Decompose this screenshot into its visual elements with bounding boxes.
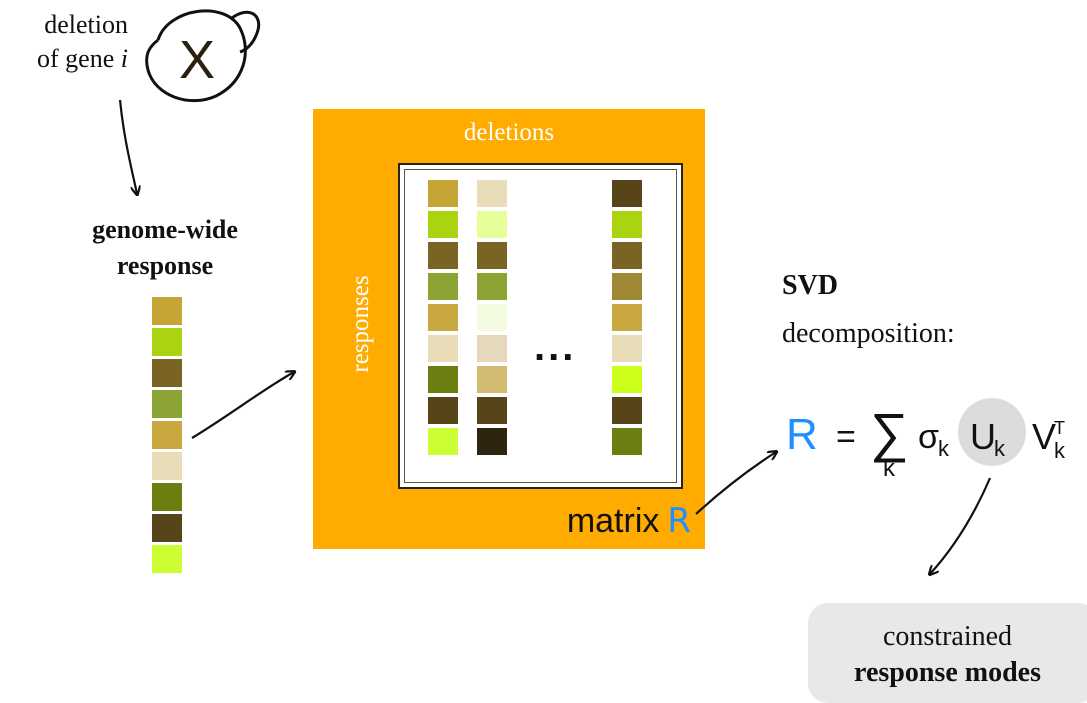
matrix-column-3	[612, 180, 642, 459]
formula-R: R	[786, 410, 818, 459]
matrix-cell	[428, 428, 458, 455]
matrix-cell	[428, 304, 458, 331]
modes-line1: constrained	[882, 621, 1013, 652]
matrix-cell	[477, 211, 507, 238]
response-cell	[152, 297, 182, 325]
matrix-symbol-R: R	[667, 501, 691, 541]
formula-sigma: σ	[918, 418, 939, 456]
matrix-cell	[428, 366, 458, 393]
matrix-cell	[612, 242, 642, 269]
genome-line1: genome-wide	[92, 215, 238, 244]
matrix-cell	[612, 428, 642, 455]
matrix-cell	[612, 335, 642, 362]
diagram-arrows: X	[118, 9, 992, 681]
matrix-cell	[612, 304, 642, 331]
matrix-cell	[477, 304, 507, 331]
genome-wide-response-label: genome-wide response	[40, 212, 290, 284]
matrix-cell	[612, 366, 642, 393]
formula-V-index: k	[1054, 438, 1065, 463]
response-cell	[152, 328, 182, 356]
matrix-cell	[428, 242, 458, 269]
matrix-column-1	[428, 180, 458, 459]
matrix-cell	[428, 335, 458, 362]
formula-sum-index: k	[883, 455, 895, 482]
formula-U: U	[970, 416, 996, 457]
deletion-line1: deletion	[44, 10, 128, 39]
x-symbol: X	[179, 30, 215, 90]
matrix-cell	[612, 211, 642, 238]
svd-title: SVD	[782, 270, 839, 301]
svd-formula: R = ∑ k σ k U k V T k	[786, 398, 1086, 490]
matrix-cell	[477, 242, 507, 269]
arrow-matrix-to-formula	[695, 452, 776, 515]
matrix-cell	[477, 428, 507, 455]
ellipsis: ...	[534, 325, 577, 369]
deletion-label: deletion of gene i	[8, 8, 128, 76]
formula-U-index: k	[994, 436, 1005, 461]
response-cell	[152, 514, 182, 542]
gene-deletion-icon: X	[145, 9, 261, 103]
formula-V-transpose: T	[1054, 418, 1065, 438]
formula-sum: ∑	[870, 403, 909, 463]
response-column	[152, 297, 182, 576]
matrix-cell	[612, 397, 642, 424]
genome-line2: response	[116, 251, 214, 280]
matrix-cell	[477, 273, 507, 300]
matrix-cell	[477, 397, 507, 424]
matrix-cell	[428, 273, 458, 300]
matrix-cell	[428, 397, 458, 424]
deletion-line2: of gene i	[8, 42, 128, 76]
formula-sigma-index: k	[938, 436, 949, 461]
u-highlight-circle	[958, 398, 1026, 466]
deletions-label: deletions	[463, 119, 555, 146]
response-cell	[152, 359, 182, 387]
arrow-formula-to-modes	[930, 477, 992, 574]
gene-variable: i	[120, 44, 128, 73]
formula-V: V	[1032, 416, 1057, 457]
matrix-cell	[428, 180, 458, 207]
deletion-line2-prefix: of gene	[37, 44, 121, 73]
svd-subtitle: decomposition:	[782, 318, 955, 349]
matrix-cell	[477, 335, 507, 362]
matrix-grid: ...	[398, 163, 683, 489]
matrix-cell	[428, 211, 458, 238]
response-cell	[152, 545, 182, 573]
response-cell	[152, 421, 182, 449]
arrow-response-to-matrix	[191, 372, 294, 439]
response-cell	[152, 390, 182, 418]
matrix-cell	[612, 273, 642, 300]
matrix-column-2	[477, 180, 507, 459]
response-cell	[152, 483, 182, 511]
matrix-cell	[477, 180, 507, 207]
response-cell	[152, 452, 182, 480]
matrix-caption-prefix: matrix	[566, 502, 660, 540]
matrix-cell	[612, 180, 642, 207]
matrix-cell	[477, 366, 507, 393]
arrow-deletion-to-response	[118, 99, 137, 194]
formula-equals: =	[836, 418, 856, 456]
